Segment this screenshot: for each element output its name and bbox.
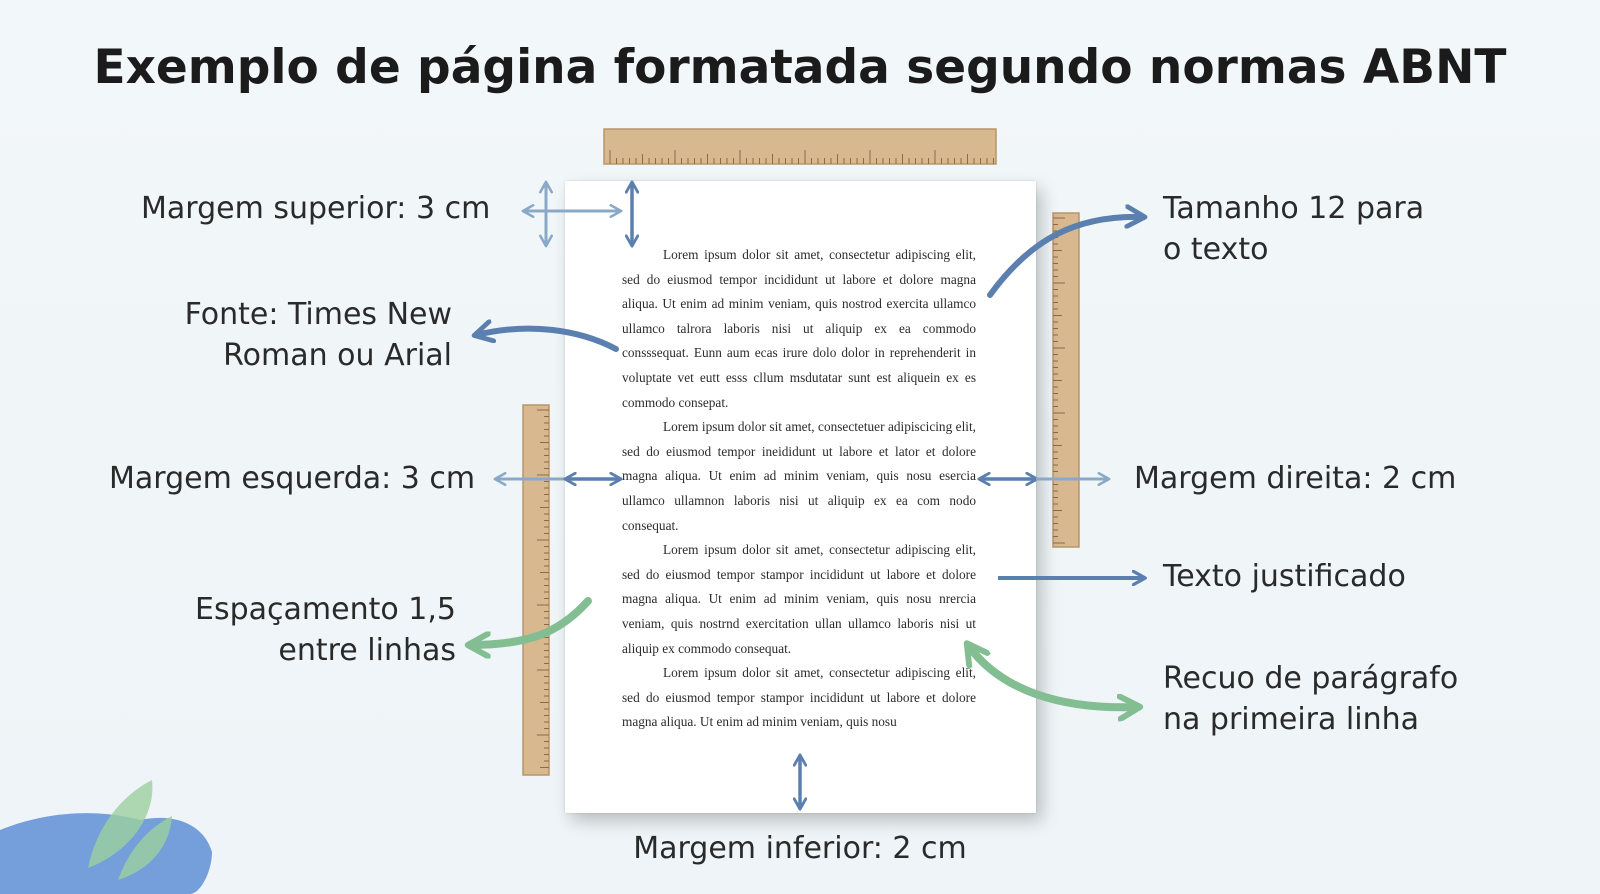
spacing-label: Espaçamento 1,5 entre linhas — [140, 589, 456, 671]
page-body-text: Lorem ipsum dolor sit amet, consectetur … — [622, 243, 976, 735]
indent-label-line: na primeira linha — [1163, 702, 1419, 737]
justified-label: Texto justificado — [1163, 559, 1406, 594]
font-label-line: Fonte: Times New — [184, 297, 452, 332]
spacing-label-line: entre linhas — [278, 633, 456, 668]
size-label-line: o texto — [1163, 232, 1269, 267]
paragraph: Lorem ipsum dolor sit amet, consectetuer… — [622, 419, 976, 533]
paragraph: Lorem ipsum dolor sit amet, consectetur … — [622, 665, 976, 730]
indent-label-line: Recuo de parágrafo — [1163, 661, 1459, 696]
abnt-page-sample: Lorem ipsum dolor sit amet, consectetur … — [565, 181, 1036, 813]
left-margin-label: Margem esquerda: 3 cm — [109, 461, 476, 496]
size-label: Tamanho 12 para o texto — [1163, 188, 1424, 270]
size-label-line: Tamanho 12 para — [1163, 191, 1425, 226]
decorative-leaves — [0, 780, 212, 894]
spacing-label-line: Espaçamento 1,5 — [195, 592, 456, 627]
top-margin-label: Margem superior: 3 cm — [141, 191, 491, 226]
paragraph: Lorem ipsum dolor sit amet, consectetur … — [622, 247, 976, 410]
bottom-margin-label: Margem inferior: 2 cm — [633, 831, 967, 866]
left-ruler — [522, 404, 550, 776]
font-label-line: Roman ou Arial — [223, 338, 452, 373]
paragraph: Lorem ipsum dolor sit amet, consectetur … — [622, 542, 976, 656]
right-margin-label: Margem direita: 2 cm — [1134, 461, 1457, 496]
right-ruler — [1052, 212, 1080, 548]
indent-label: Recuo de parágrafo na primeira linha — [1163, 658, 1458, 740]
font-label: Fonte: Times New Roman ou Arial — [140, 294, 452, 376]
top-ruler — [603, 128, 997, 165]
page-title: Exemplo de página formatada segundo norm… — [93, 40, 1507, 95]
